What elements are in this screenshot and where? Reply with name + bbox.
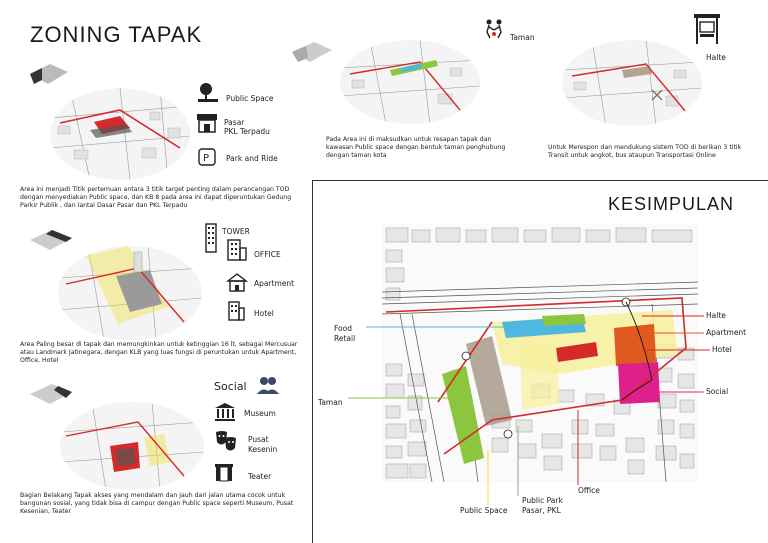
legend-label-taman: Taman	[510, 33, 535, 42]
stage-icon	[215, 464, 233, 482]
site-plan-social	[60, 402, 204, 490]
conclusion-panel-border	[312, 180, 768, 543]
callout-hotel: Hotel	[712, 345, 732, 354]
legend-label-tower: TOWER	[222, 227, 250, 236]
theater-masks-icon	[216, 431, 236, 451]
callout-halte: Halte	[706, 311, 726, 320]
site-plan-tower	[58, 246, 202, 340]
block-isometric-icon-2	[292, 42, 332, 62]
site-plan-drawing	[562, 40, 702, 126]
svg-text:P: P	[203, 153, 209, 164]
legend-label-museum: Museum	[244, 409, 276, 418]
parking-icon: P	[198, 148, 216, 166]
conclusion-map-drawing	[382, 227, 698, 482]
park-people-icon	[486, 19, 502, 39]
public-space-icon	[198, 83, 218, 102]
bus-stop-icon	[694, 14, 720, 44]
store-icon	[197, 114, 217, 133]
block-isometric-icon-5	[30, 384, 72, 404]
page-title: ZONING TAPAK	[30, 22, 203, 47]
site-plan-drawing	[340, 40, 480, 124]
museum-icon	[215, 403, 235, 421]
block-isometric-icon-4	[30, 230, 72, 250]
legend-label-halte: Halte	[706, 53, 726, 62]
legend-label-office: OFFICE	[254, 250, 281, 259]
legend-label-apartment: Apartment	[254, 279, 295, 288]
callout-office: Office	[578, 486, 600, 495]
caption-public-space: Area ini menjadi Titik pertemuan antara …	[20, 186, 292, 209]
legend-label-hotel: Hotel	[254, 309, 274, 318]
caption-social: Bagian Belakang Tapak akses yang mendala…	[20, 492, 294, 515]
conclusion-site-map	[382, 224, 698, 482]
site-plan-taman	[340, 40, 480, 124]
callout-public-space: Public Space	[460, 506, 508, 515]
legend-label-park-ride: Park and Ride	[226, 154, 278, 163]
site-plan-drawing	[50, 88, 190, 180]
legend-label-teater: Teater	[248, 472, 272, 481]
office-icon	[227, 239, 247, 261]
social-people-icon	[257, 377, 279, 394]
caption-taman: Pada Area ini di maksudkan untuk resapan…	[326, 136, 506, 159]
callout-taman: Taman	[318, 398, 343, 407]
callout-lines	[348, 315, 710, 505]
site-plan-drawing	[58, 246, 202, 340]
site-plan-public-space	[50, 88, 190, 180]
caption-halte: Untuk Merespon dan mendukung sistem TOD …	[548, 144, 742, 159]
conclusion-title: KESIMPULAN	[608, 194, 735, 214]
callout-apartment: Apartment	[706, 328, 747, 337]
apartment-icon	[226, 273, 248, 292]
callout-social: Social	[706, 387, 729, 396]
legend-label-public-space: Public Space	[226, 94, 274, 103]
block-isometric-icon-1	[30, 64, 68, 84]
legend-title-social: Social	[214, 380, 247, 393]
site-plan-drawing	[60, 402, 204, 490]
hotel-icon	[228, 301, 245, 321]
caption-tower: Area Paling besar di tapak dan memungkin…	[20, 341, 298, 364]
site-plan-halte	[562, 40, 702, 126]
tower-icon	[205, 223, 217, 253]
